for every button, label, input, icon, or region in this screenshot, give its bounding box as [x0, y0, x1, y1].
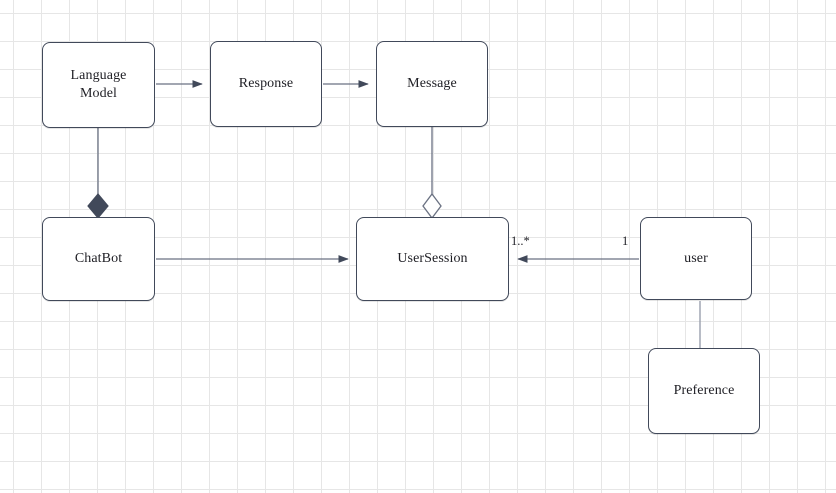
node-label-language-model: Language Model	[70, 68, 127, 101]
node-user[interactable]: user	[640, 217, 752, 300]
node-preference[interactable]: Preference	[648, 348, 760, 434]
filled-diamond-marker	[87, 193, 109, 219]
node-label-response: Response	[238, 76, 294, 92]
edge-message-aggregates-usersession	[422, 127, 442, 220]
node-chatbot[interactable]: ChatBot	[42, 217, 155, 301]
node-label-chatbot: ChatBot	[74, 251, 123, 267]
node-label-user-session: UserSession	[397, 251, 468, 267]
node-label-preference: Preference	[673, 383, 735, 399]
multiplicity-user-session-side: 1..*	[511, 234, 530, 248]
node-language-model[interactable]: Language Model	[42, 42, 155, 128]
node-user-session[interactable]: UserSession	[356, 217, 509, 301]
node-response[interactable]: Response	[210, 41, 322, 127]
node-label-user: user	[684, 250, 708, 266]
multiplicity-user-side: 1	[622, 234, 629, 248]
hollow-diamond-marker	[422, 192, 442, 220]
node-message[interactable]: Message	[376, 41, 488, 127]
node-label-message: Message	[407, 76, 457, 92]
edge-language-model-composes-chatbot	[87, 128, 109, 219]
